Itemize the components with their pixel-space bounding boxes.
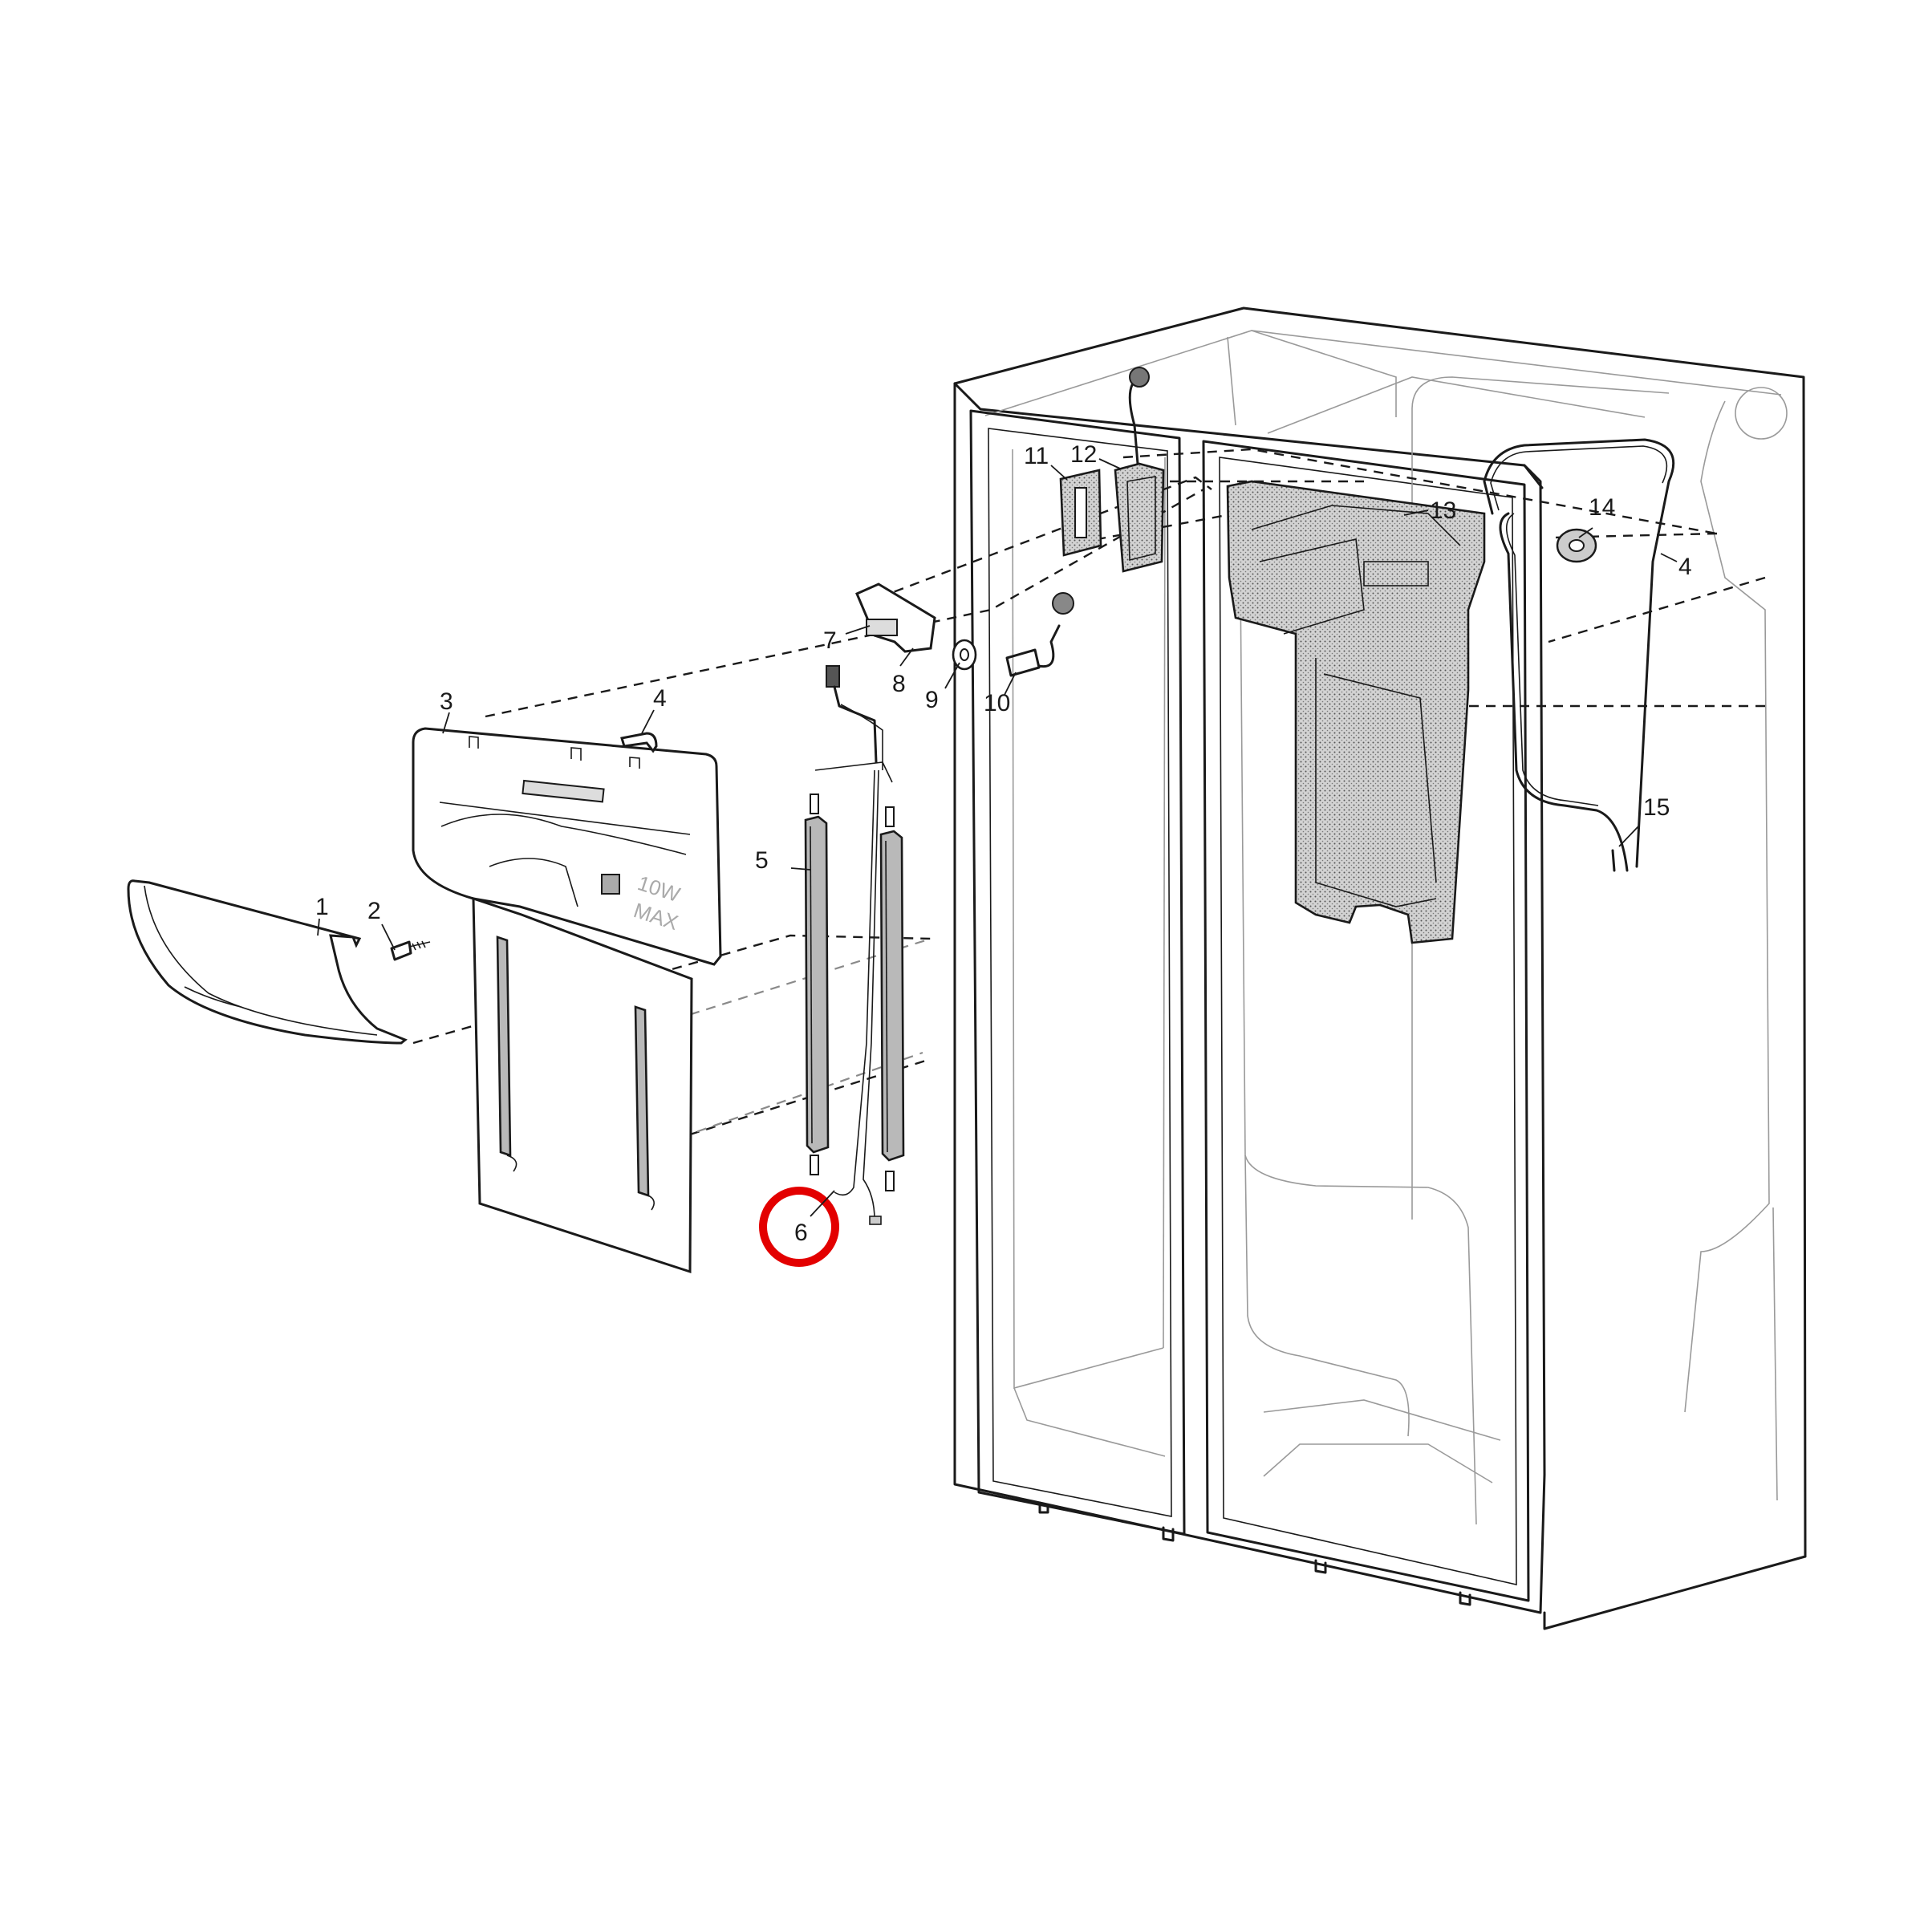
part-4-tube-right <box>1483 438 1675 868</box>
part-13-ice-chute-housing <box>1226 480 1486 944</box>
label-part-8: 8 <box>892 671 906 697</box>
label-part-1: 1 <box>315 894 329 920</box>
label-part-14: 14 <box>1589 494 1615 521</box>
part-4-clip <box>620 732 658 753</box>
label-part-4-tube: 4 <box>1678 554 1692 580</box>
label-part-4-clip: 4 <box>653 685 667 712</box>
part-5-heater-channel-left <box>804 794 830 1175</box>
part-8-mounting-bracket <box>855 582 936 653</box>
part-12-switch-housing <box>1114 367 1165 573</box>
refrigerator-cabinet <box>953 306 1807 1630</box>
label-part-11: 11 <box>1024 443 1049 469</box>
label-leader-lines <box>317 458 1678 1217</box>
part-1-drip-tray <box>127 879 408 1045</box>
part-5-heater-channel-right <box>879 806 905 1191</box>
label-part-3: 3 <box>440 688 453 715</box>
part-15-water-tube <box>1499 512 1629 872</box>
part-11-bracket <box>1059 469 1102 557</box>
label-part-10: 10 <box>984 690 1010 716</box>
dispenser-lower-panel <box>472 896 693 1274</box>
label-part-7: 7 <box>823 627 837 654</box>
part-3-dispenser-frame: 10W MAX <box>412 727 722 966</box>
label-part-15: 15 <box>1643 794 1670 821</box>
part-9-washer <box>952 639 977 671</box>
highlight-circle <box>759 1187 839 1267</box>
part-14-grommet <box>1556 528 1597 563</box>
label-part-9: 9 <box>925 687 939 713</box>
label-part-5: 5 <box>755 847 769 874</box>
part-6-wire-harness <box>814 665 893 1225</box>
part-number-labels: 1 2 3 4 5 6 7 8 9 10 11 12 13 14 4 15 <box>315 441 1692 1246</box>
label-part-12: 12 <box>1070 441 1097 468</box>
label-part-6: 6 <box>794 1220 808 1246</box>
label-part-2: 2 <box>367 898 381 924</box>
part-2-screw <box>390 940 431 961</box>
part-7-sensor <box>866 619 898 636</box>
part-10-connector <box>1005 592 1074 677</box>
label-part-13: 13 <box>1430 497 1456 524</box>
